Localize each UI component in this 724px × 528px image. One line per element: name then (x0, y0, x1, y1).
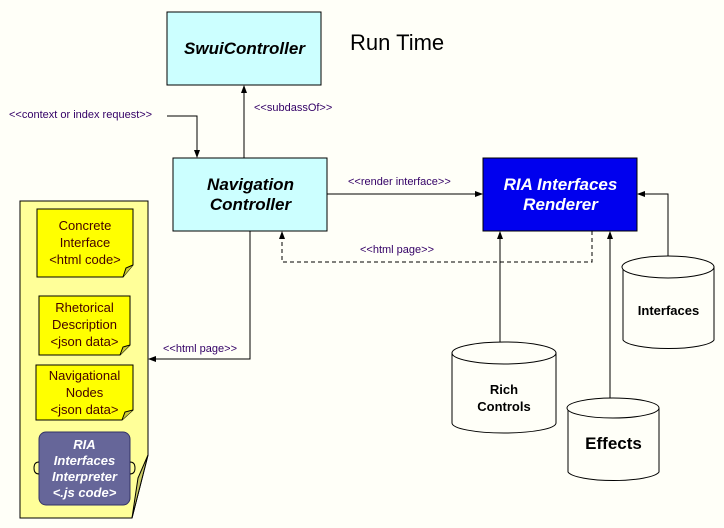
rich-controls-label: Rich Controls (477, 382, 531, 414)
note-navigational-nodes (35, 364, 134, 421)
edge-context-request (167, 115, 200, 158)
interfaces-cylinder[interactable] (621, 255, 715, 350)
interpreter-label: RIA Interfaces Interpreter <.js code> (51, 436, 118, 500)
effects-label: Effects (585, 434, 642, 453)
interfaces-label: Interfaces (637, 302, 700, 318)
edge-label-render-interface: <<render interface>> (348, 176, 451, 188)
swui-controller-box[interactable] (166, 11, 322, 86)
edge-label-html-page-return: <<html page>> (360, 244, 435, 256)
note-rhetorical-description-label: Rhetorical Description <json data> (50, 300, 119, 349)
ria-renderer-label: RIA Interfaces Renderer (503, 174, 618, 214)
navigation-controller-box[interactable] (172, 157, 328, 232)
edge-label-html-page-out: <<html page>> (163, 343, 238, 355)
note-concrete-interface (36, 208, 134, 278)
effects-cylinder[interactable] (566, 397, 660, 482)
edge-label-subclass-of: <<subdassOf>> (254, 102, 333, 114)
edge-html-page-return (279, 231, 593, 263)
edge-html-page-out (148, 231, 251, 362)
navigation-controller-label: Navigation Controller (207, 174, 294, 214)
swui-controller-label: SwuiController (184, 38, 305, 58)
note-rhetorical-description (38, 295, 131, 356)
interpreter-shape (33, 431, 136, 506)
rich-controls-cylinder[interactable] (451, 341, 557, 434)
ria-renderer-box[interactable] (482, 157, 638, 232)
diagram-title: Run Time (350, 30, 445, 55)
edge-label-context-request: <<context or index request>> (9, 109, 153, 121)
note-concrete-interface-label: Concrete Interface <html code> (49, 217, 121, 267)
note-navigational-nodes-label: Navigational Nodes <json data> (48, 368, 121, 417)
edge-interfaces (637, 191, 669, 256)
